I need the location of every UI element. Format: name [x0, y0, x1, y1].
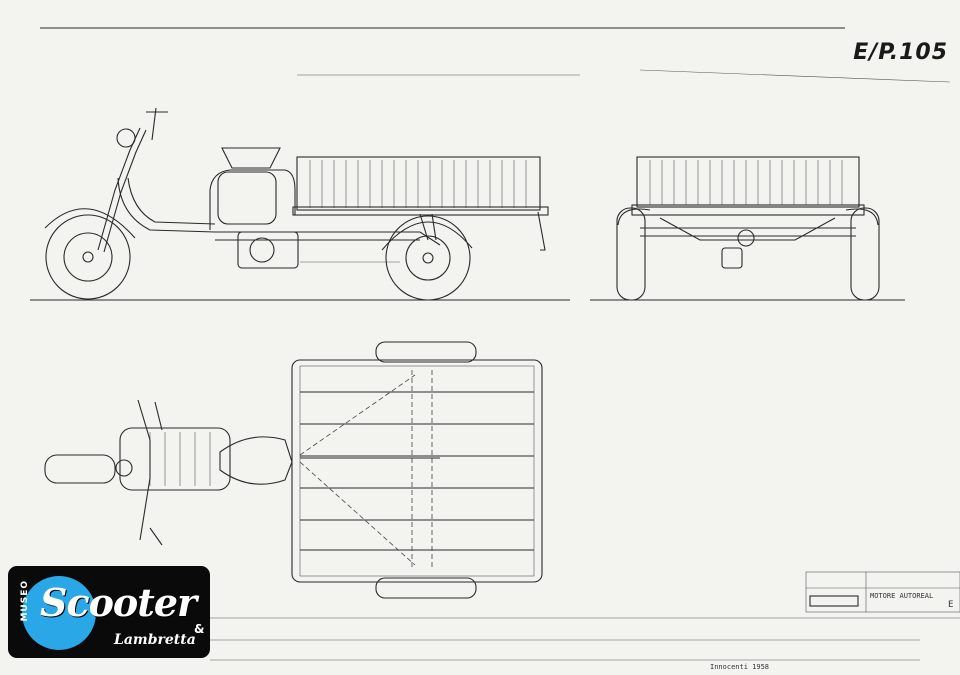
top-view: [44, 341, 543, 599]
front-mudguard: [44, 208, 136, 239]
drawing-code: E/P.105: [853, 40, 948, 65]
top-tank-seat: [219, 436, 293, 485]
top-hidden-axle: [411, 370, 433, 570]
top-fender-lower: [375, 577, 477, 599]
logo-scooter: Scooter: [40, 580, 197, 625]
rear-axle: [422, 252, 434, 264]
rear-right-wheel: [850, 207, 880, 301]
frame-sweep: [127, 177, 216, 225]
main-frame: [209, 169, 296, 230]
bottom-note: Innocenti 1958: [710, 663, 770, 671]
top-headlight: [115, 459, 133, 477]
engine: [237, 231, 299, 269]
title-block-ref: E: [948, 600, 954, 610]
seat: [221, 147, 281, 169]
construction-line-2: [639, 69, 951, 83]
rear-hub: [405, 235, 451, 281]
front-wheel: [45, 214, 131, 300]
top-fender-upper: [375, 341, 477, 363]
differential: [737, 229, 755, 247]
front-axle: [82, 251, 94, 263]
cargo-slats: [309, 160, 527, 208]
engine-flywheel: [249, 237, 275, 263]
top-handlebar: [137, 399, 151, 541]
cargo-bed: [296, 156, 541, 211]
logo-lambretta: Lambretta: [114, 632, 196, 648]
top-bed-inner: [299, 365, 535, 577]
top-legshield: [119, 427, 231, 491]
logo-ampersand: &: [194, 622, 205, 636]
handlebar: [146, 107, 168, 141]
title-stamp: [809, 595, 859, 607]
title-block-line1: MOTORE AUTOREAL: [870, 592, 934, 600]
headlight: [116, 128, 136, 148]
steering-column: [103, 129, 147, 253]
side-view: [30, 107, 570, 301]
top-front-wheel: [44, 454, 116, 484]
rear-wheel: [385, 215, 471, 301]
rear-cargo-bed: [636, 156, 860, 208]
chassis-beam: [215, 231, 441, 246]
diff-housing: [721, 247, 743, 269]
top-grips: [149, 401, 163, 546]
tailgate-hinge: [537, 211, 546, 251]
top-floorboard-slats: [149, 432, 211, 486]
front-hub: [63, 232, 113, 282]
title-block-frame: [805, 571, 960, 613]
legshield: [117, 177, 216, 233]
rear-axle-beam: [640, 227, 856, 237]
top-hidden-frame: [299, 374, 416, 566]
rear-fender: [381, 221, 473, 251]
bed-floor: [292, 206, 549, 216]
logo-museo: MUSEO: [20, 580, 30, 622]
rear-cargo-slats: [649, 160, 843, 205]
rear-mudguards: [617, 208, 879, 226]
top-cargo-slats: [300, 391, 534, 551]
title-block: [805, 571, 960, 613]
rear-left-wheel: [616, 207, 646, 301]
fuel-tank: [217, 171, 277, 225]
rear-view: [590, 156, 905, 301]
logo-circle: [22, 576, 96, 650]
leaf-spring: [659, 217, 836, 241]
museo-scooter-logo: MUSEO Scooter Lambretta &: [8, 566, 210, 658]
rear-suspension: [419, 213, 437, 241]
top-cargo-bed: [291, 359, 543, 583]
